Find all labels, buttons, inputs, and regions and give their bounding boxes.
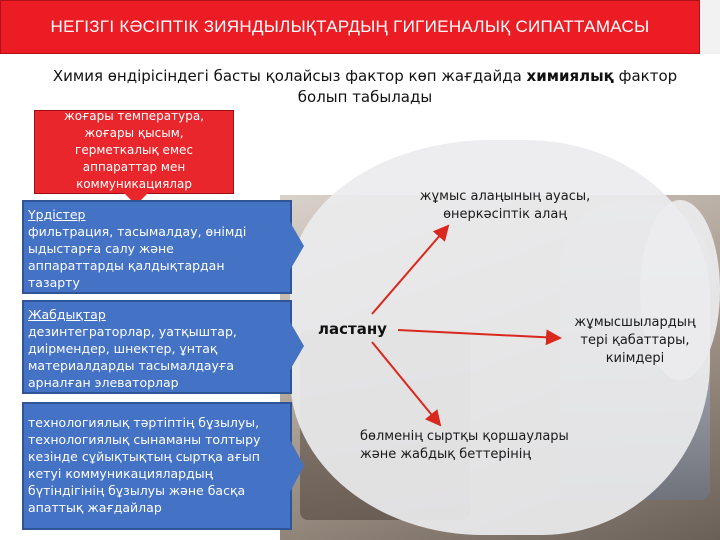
- arrow-to-air: [372, 226, 448, 314]
- contamination-label: ластану: [318, 320, 387, 338]
- surfaces-target-line: бөлменің сыртқы қоршаулары: [360, 428, 620, 446]
- air-target-line: жұмыс алаңының ауасы,: [400, 188, 610, 206]
- surfaces-target-label: бөлменің сыртқы қоршаулары және жабдық б…: [360, 428, 620, 464]
- air-target-label: жұмыс алаңының ауасы, өнеркәсіптік алаң: [400, 188, 610, 224]
- workers-target-line: тері қабаттары,: [560, 332, 710, 350]
- workers-target-line: киімдері: [560, 350, 710, 368]
- workers-target-line: жұмысшылардың: [560, 314, 710, 332]
- air-target-line: өнеркәсіптік алаң: [400, 206, 610, 224]
- workers-target-label: жұмысшылардың тері қабаттары, киімдері: [560, 314, 710, 368]
- arrow-to-workers: [398, 330, 560, 338]
- surfaces-target-line: және жабдық беттерінің: [360, 446, 620, 464]
- arrow-to-surfaces: [372, 342, 440, 425]
